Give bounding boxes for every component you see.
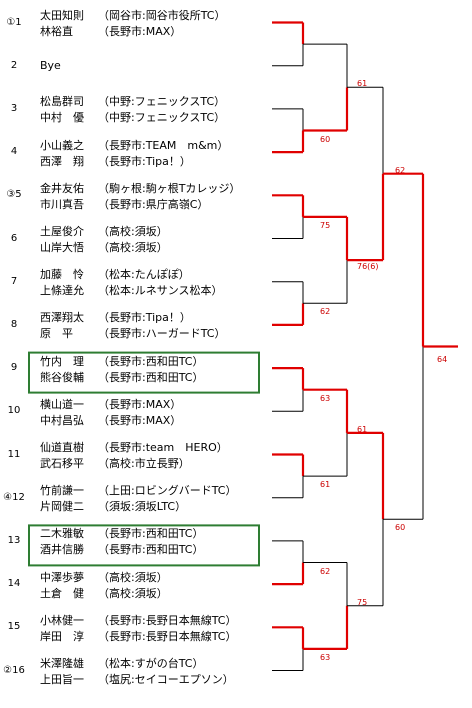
player-name: 中村昌弘 <box>40 413 84 427</box>
seed-number: 7 <box>10 275 18 287</box>
player-club: （長野市:西和田TC） <box>98 370 204 384</box>
player-club: （長野市:長野日本無線TC） <box>98 629 237 643</box>
player-name: 西澤翔太 <box>40 311 84 325</box>
seed-number: 15 <box>7 621 21 633</box>
match-score: 61 <box>357 424 368 434</box>
player-club: （長野市:MAX） <box>98 25 182 38</box>
player-club: （長野市:MAX） <box>98 413 182 427</box>
player-name: 小林健一 <box>40 613 84 627</box>
player-club: （長野市:県庁高嶺C） <box>98 197 209 211</box>
player-name: 加藤 怜 <box>40 268 84 282</box>
seed-number: 13 <box>7 534 21 546</box>
player-club: （松本:すがの台TC） <box>98 657 204 670</box>
player-club: （高校:須坂） <box>98 225 168 238</box>
player-name: 土屋俊介 <box>40 225 84 238</box>
player-name: 山岸大悟 <box>40 241 84 254</box>
player-club: （中野:フェニックスTC） <box>98 95 226 109</box>
player-club: （長野市:長野日本無線TC） <box>98 613 237 627</box>
seed-number: ④12 <box>3 491 25 503</box>
seed-number: ③5 <box>6 189 22 201</box>
player-name: 松島群司 <box>40 95 84 109</box>
player-name: 土倉 健 <box>40 586 84 600</box>
player-club: （長野市:Tipa！） <box>98 311 191 325</box>
player-name: 片岡健二 <box>40 500 84 514</box>
player-club: （高校:須坂） <box>98 570 168 584</box>
seed-number: 11 <box>7 448 21 460</box>
match-score: 63 <box>320 652 331 662</box>
player-club: （松本:たんぽぽ） <box>98 268 190 282</box>
match-score: 62 <box>320 566 331 576</box>
match-score: 62 <box>395 165 406 175</box>
player-name: 酒井信勝 <box>40 543 84 557</box>
player-name: 小山義之 <box>40 138 84 152</box>
player-name: 武石移平 <box>40 457 84 470</box>
player-name: 米澤隆雄 <box>40 657 84 670</box>
seed-number: 10 <box>7 405 21 417</box>
seed-number: ②16 <box>3 664 25 676</box>
player-club: （長野市:Tipa！） <box>98 154 191 168</box>
seed-number: 2 <box>10 59 18 71</box>
player-name: 仙道直樹 <box>40 441 84 454</box>
player-name: 横山道一 <box>40 397 84 411</box>
match-score: 64 <box>437 354 448 364</box>
match-score: 76(6) <box>357 262 379 272</box>
highlight-box <box>28 524 260 567</box>
match-score: 62 <box>320 307 331 317</box>
player-club: （長野市:西和田TC） <box>98 543 204 557</box>
player-name: 中村 優 <box>40 111 84 125</box>
player-club: （長野市:西和田TC） <box>98 354 204 368</box>
player-club: （須坂:須坂LTC） <box>98 500 187 514</box>
match-score: 63 <box>320 393 331 403</box>
player-name: 西澤 翔 <box>40 154 84 168</box>
player-name: 竹前謙一 <box>40 484 84 498</box>
player-club: （長野市:ハーガードTC） <box>98 327 226 341</box>
player-club: （長野市:team HERO） <box>98 441 228 454</box>
match-score: 60 <box>320 134 331 144</box>
player-club: （岡谷市:岡谷市役所TC） <box>98 9 226 22</box>
player-name: 原 平 <box>40 327 73 341</box>
player-club: （塩尻:セイコーエプソン） <box>98 673 234 686</box>
highlight-box <box>28 351 260 394</box>
player-name: 林裕直 <box>40 25 73 38</box>
player-name: 太田知則 <box>40 9 84 22</box>
match-score: 61 <box>320 480 331 490</box>
player-club: （高校:市立長野） <box>98 457 190 470</box>
match-score: 61 <box>357 79 368 89</box>
player-club: （長野市:TEAM m&m） <box>98 138 229 152</box>
player-club: （上田:ロビングバードTC） <box>98 484 237 498</box>
player-name: 中澤歩夢 <box>40 570 84 584</box>
seed-number: 14 <box>7 578 21 590</box>
match-score: 75 <box>320 220 331 230</box>
player-name: 市川真吾 <box>40 197 84 211</box>
seed-number: 6 <box>10 232 18 244</box>
player-club: （長野市:西和田TC） <box>98 527 204 541</box>
player-name: 二木雅敏 <box>40 527 84 541</box>
player-name: 熊谷俊輔 <box>40 370 84 384</box>
player-name: 上田旨一 <box>40 673 84 686</box>
player-name: 竹内 理 <box>40 354 84 368</box>
seed-number: 9 <box>10 362 18 374</box>
seed-number: 4 <box>10 146 18 158</box>
seed-number: 8 <box>10 318 18 330</box>
player-name: 岸田 淳 <box>40 629 84 643</box>
player-club: （長野市:MAX） <box>98 397 182 411</box>
player-club: （高校:須坂） <box>98 241 168 254</box>
match-score: 75 <box>357 597 368 607</box>
player-club: （松本:ルネサンス松本） <box>98 284 223 298</box>
seed-number: ①1 <box>6 16 22 28</box>
player-club: （高校:須坂） <box>98 586 168 600</box>
match-score: 60 <box>395 523 406 533</box>
player-name: Bye <box>40 58 61 72</box>
player-name: 金井友佑 <box>40 181 84 195</box>
player-club: （駒ヶ根:駒ヶ根Tカレッジ） <box>98 181 241 195</box>
seed-number: 3 <box>10 102 18 114</box>
player-name: 上條達允 <box>40 284 84 298</box>
player-club: （中野:フェニックスTC） <box>98 111 226 125</box>
